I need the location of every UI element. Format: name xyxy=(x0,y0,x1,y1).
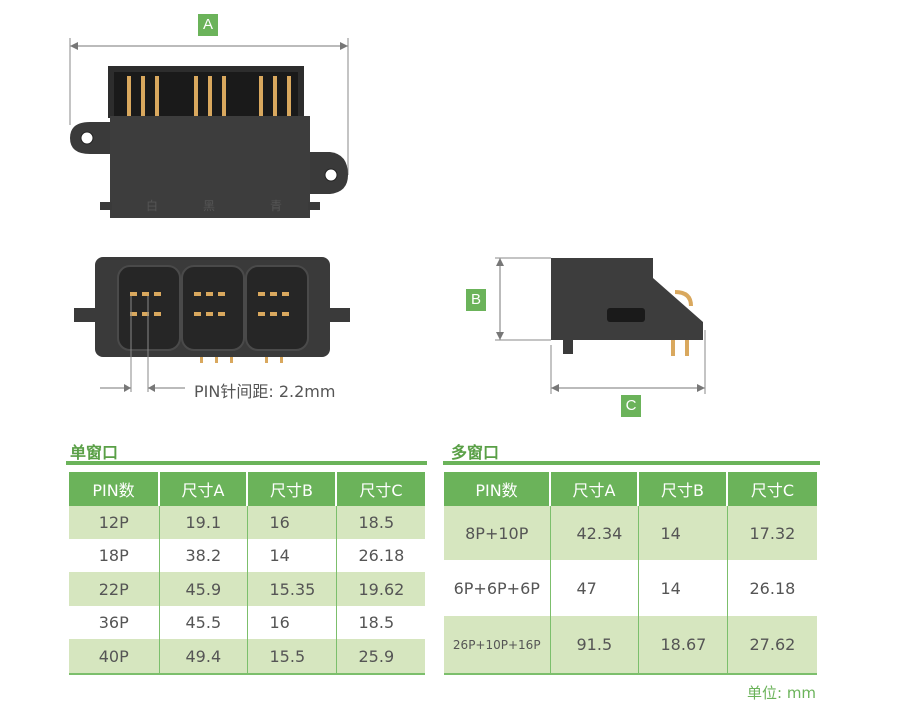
header-pin-count: PIN数 xyxy=(69,472,160,506)
cell-b: 16 xyxy=(247,606,337,639)
cell-c: 25.9 xyxy=(336,639,425,673)
cell-a: 42.34 xyxy=(550,506,639,560)
header-pin-count: PIN数 xyxy=(444,472,551,506)
dimension-b-label: B xyxy=(466,289,486,311)
table-row: 26P+10P+16P 91.5 18.67 27.62 xyxy=(444,616,817,673)
cell-b: 14 xyxy=(638,506,728,560)
cell-a: 45.9 xyxy=(159,572,248,606)
table-row: 8P+10P 42.34 14 17.32 xyxy=(444,506,817,560)
connector-front-view: 白 黑 青 xyxy=(69,38,349,218)
pin-pitch-label: PIN针间距: 2.2mm xyxy=(194,382,336,401)
header-size-a: 尺寸A xyxy=(159,472,248,506)
table-header-row: PIN数 尺寸A 尺寸B 尺寸C xyxy=(444,472,817,506)
cell-pin: 36P xyxy=(69,606,160,639)
housing-mark-cyan: 青 xyxy=(270,199,282,213)
cell-pin: 22P xyxy=(69,572,160,606)
cell-b: 14 xyxy=(247,539,337,572)
housing-mark-white: 白 xyxy=(146,198,158,213)
table-row: 6P+6P+6P 47 14 26.18 xyxy=(444,560,817,616)
single-window-table-bottom-border xyxy=(69,673,425,675)
header-size-b: 尺寸B xyxy=(247,472,337,506)
cell-b: 18.67 xyxy=(638,616,728,673)
dimension-c-label: C xyxy=(621,395,641,417)
cell-b: 15.5 xyxy=(247,639,337,673)
multi-window-table-bottom-border xyxy=(444,673,817,675)
cell-b: 14 xyxy=(638,560,728,616)
connector-top-view xyxy=(74,257,350,392)
table-header-row: PIN数 尺寸A 尺寸B 尺寸C xyxy=(69,472,425,506)
single-window-title: 单窗口 xyxy=(70,443,119,462)
header-size-c: 尺寸C xyxy=(336,472,425,506)
multi-window-title: 多窗口 xyxy=(451,443,500,462)
cell-c: 19.62 xyxy=(336,572,425,606)
header-size-c: 尺寸C xyxy=(727,472,817,506)
header-size-b: 尺寸B xyxy=(638,472,728,506)
cell-c: 18.5 xyxy=(336,606,425,639)
cell-pin: 26P+10P+16P xyxy=(444,616,551,673)
multi-window-rule xyxy=(443,461,820,465)
table-row: 36P 45.5 16 18.5 xyxy=(69,606,425,639)
table-row: 18P 38.2 14 26.18 xyxy=(69,539,425,572)
cell-c: 26.18 xyxy=(727,560,817,616)
table-row: 22P 45.9 15.35 19.62 xyxy=(69,572,425,606)
cell-pin: 18P xyxy=(69,539,160,572)
connector-side-view xyxy=(495,257,706,394)
table-row: 12P 19.1 16 18.5 xyxy=(69,506,425,539)
cell-a: 47 xyxy=(550,560,639,616)
dimension-a-label: A xyxy=(198,14,218,36)
unit-label: 单位: mm xyxy=(747,684,817,702)
cell-c: 17.32 xyxy=(727,506,817,560)
cell-a: 45.5 xyxy=(159,606,248,639)
cell-a: 38.2 xyxy=(159,539,248,572)
header-size-a: 尺寸A xyxy=(550,472,639,506)
multi-window-table: PIN数 尺寸A 尺寸B 尺寸C 8P+10P 42.34 14 17.32 6… xyxy=(444,472,817,673)
cell-pin: 40P xyxy=(69,639,160,673)
cell-c: 26.18 xyxy=(336,539,425,572)
single-window-table: PIN数 尺寸A 尺寸B 尺寸C 12P 19.1 16 18.5 18P 38… xyxy=(69,472,425,673)
cell-pin: 6P+6P+6P xyxy=(444,560,551,616)
cell-pin: 8P+10P xyxy=(444,506,551,560)
cell-a: 91.5 xyxy=(550,616,639,673)
housing-mark-black: 黑 xyxy=(203,199,215,213)
single-window-rule xyxy=(66,461,427,465)
cell-a: 49.4 xyxy=(159,639,248,673)
cell-b: 15.35 xyxy=(247,572,337,606)
cell-c: 18.5 xyxy=(336,506,425,539)
cell-pin: 12P xyxy=(69,506,160,539)
table-row: 40P 49.4 15.5 25.9 xyxy=(69,639,425,673)
cell-b: 16 xyxy=(247,506,337,539)
cell-a: 19.1 xyxy=(159,506,248,539)
cell-c: 27.62 xyxy=(727,616,817,673)
